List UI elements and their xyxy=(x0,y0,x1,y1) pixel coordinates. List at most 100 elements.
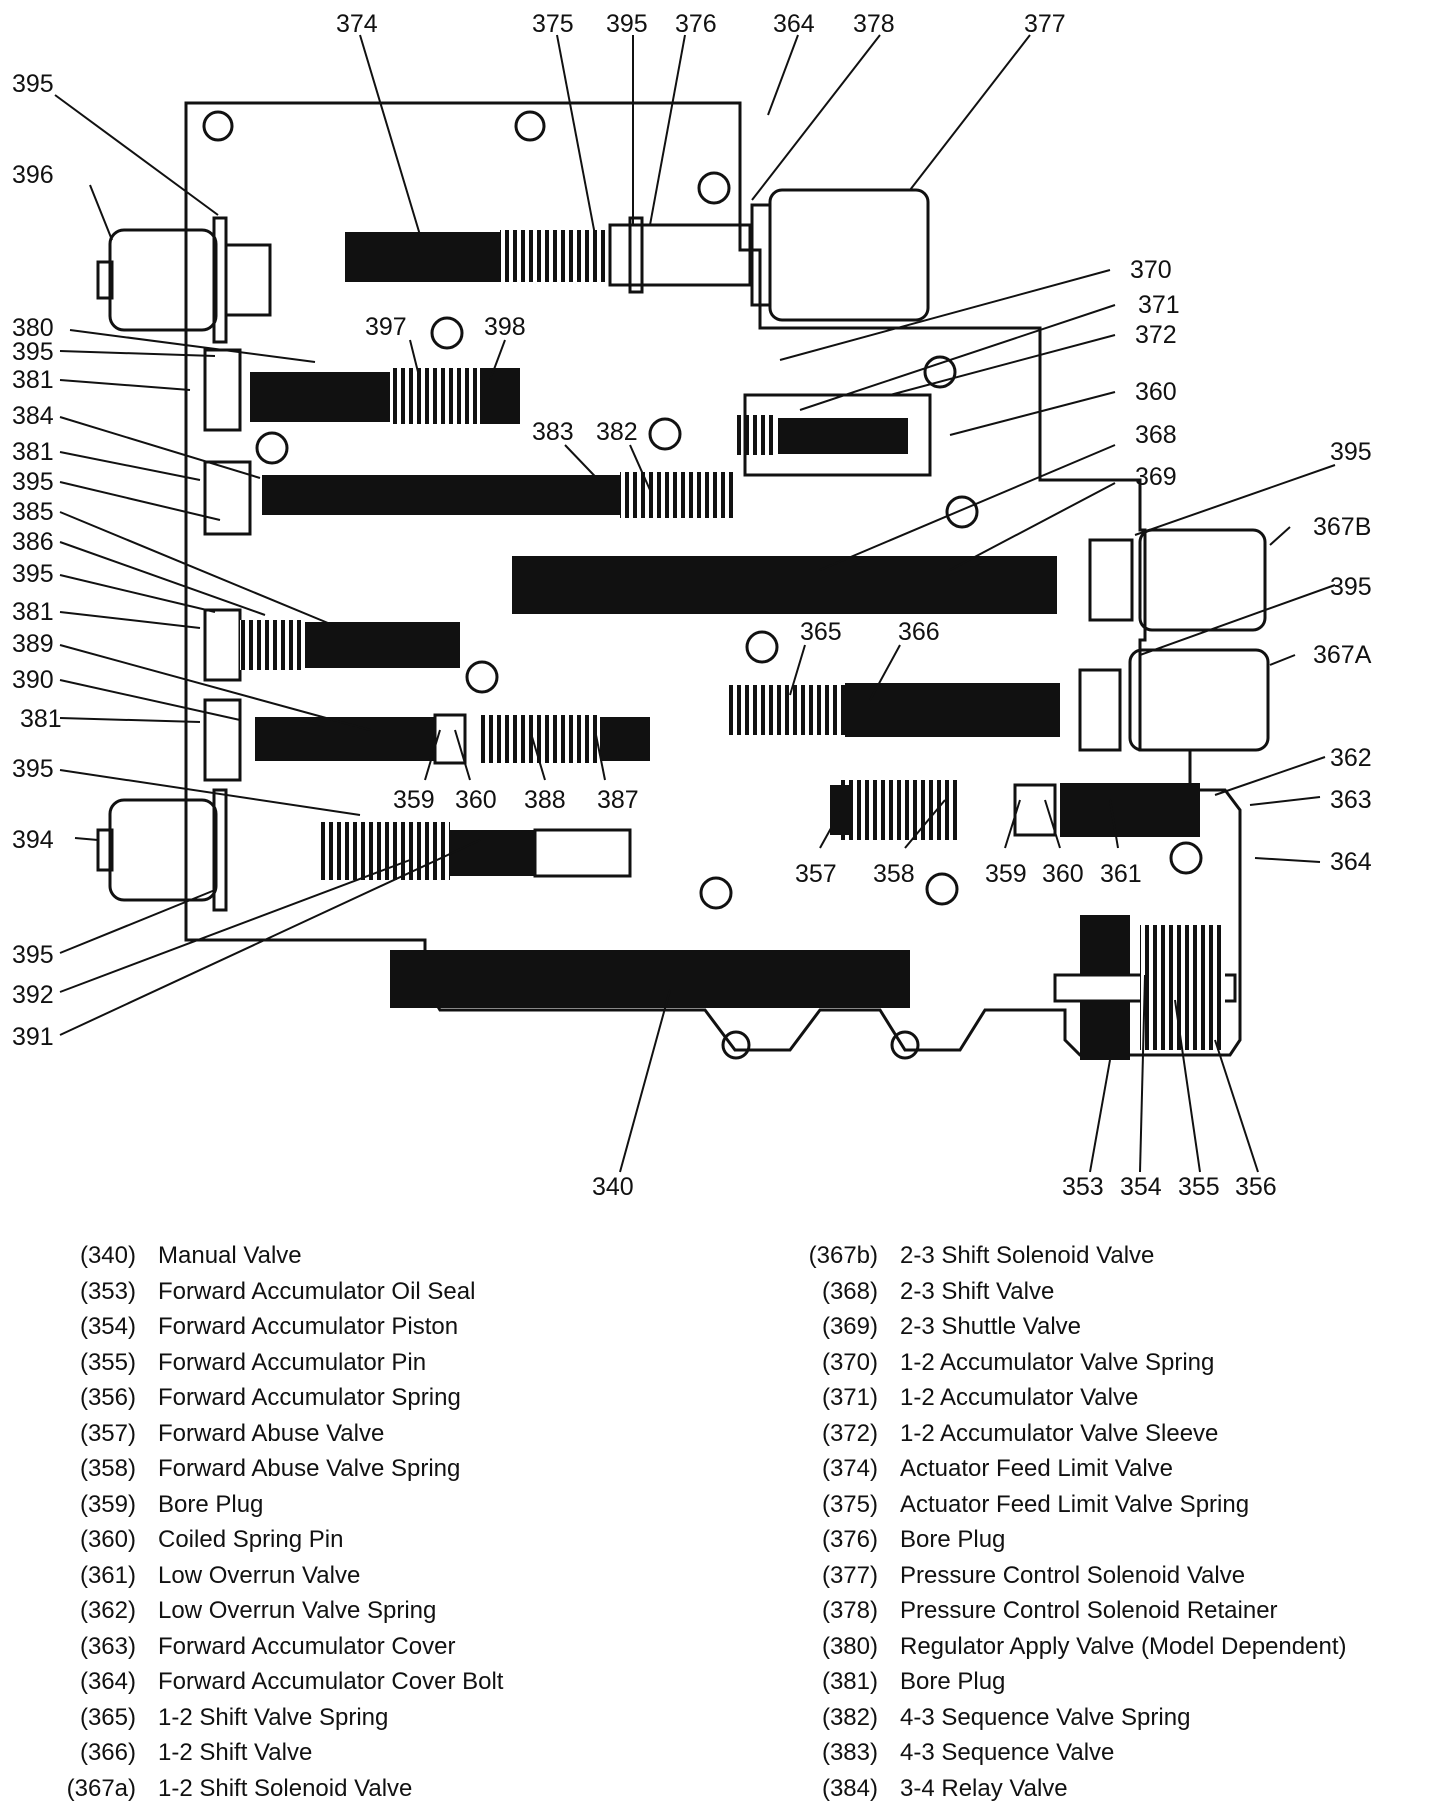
callout-label: 398 xyxy=(484,313,526,341)
legend-part-name: 1-2 Shift Valve xyxy=(158,1739,313,1766)
legend-number: (372) xyxy=(821,1419,878,1447)
legend-part-name: Forward Abuse Valve Spring xyxy=(158,1455,461,1482)
legend-part-name: 4-3 Sequence Valve Spring xyxy=(900,1703,1191,1731)
callout-label: 377 xyxy=(1024,10,1066,38)
legend-part-name: 1-2 Accumulator Valve xyxy=(900,1384,1139,1411)
legend-number: (374) xyxy=(821,1455,878,1482)
legend-row: (383)4-3 Sequence Valve xyxy=(770,1735,1430,1771)
callout-label: 395 xyxy=(12,755,54,783)
callout-label: 381 xyxy=(12,366,54,394)
valve-391 xyxy=(320,822,632,880)
legend-number: (381) xyxy=(821,1668,878,1695)
callout-label: 360 xyxy=(1042,860,1084,888)
callout-label: 381 xyxy=(12,598,54,626)
callout-label: 390 xyxy=(12,666,54,694)
callout-label: 364 xyxy=(1330,848,1372,876)
legend-row: (366) 1-2 Shift Valve xyxy=(30,1735,690,1771)
legend-part-name: Forward Accumulator Cover xyxy=(158,1632,456,1660)
callout-label: 395 xyxy=(12,941,54,969)
legend-row: (363)Forward Accumulator Cover xyxy=(30,1629,690,1665)
legend-number: (364) xyxy=(79,1668,136,1695)
callout-label: 384 xyxy=(12,402,54,430)
legend-number: (380) xyxy=(821,1632,878,1660)
legend-part-name: Forward Accumulator Spring xyxy=(158,1384,461,1411)
legend-part-name: Low Overrun Valve xyxy=(158,1561,361,1589)
legend-number: (353) xyxy=(79,1277,136,1305)
legend-number: (375) xyxy=(821,1490,878,1518)
legend-number: (361) xyxy=(79,1561,136,1589)
legend-part-name: Forward Accumulator Pin xyxy=(158,1348,427,1376)
legend-number: (383) xyxy=(821,1739,878,1766)
legend-part-name: Coiled Spring Pin xyxy=(158,1526,344,1553)
callout-label: 366 xyxy=(898,618,940,646)
callout-label: 395 xyxy=(12,338,54,366)
legend-row: (355)Forward Accumulator Pin xyxy=(30,1345,690,1381)
legend-row: (368) 2-3 Shift Valve xyxy=(770,1274,1430,1310)
legend-row: (370)1-2 Accumulator Valve Spring xyxy=(770,1345,1430,1381)
legend-row: (359) Bore Plug xyxy=(30,1487,690,1523)
legend-part-name: Bore Plug xyxy=(158,1490,264,1518)
legend-number: (367a) xyxy=(66,1774,136,1802)
legend-part-name: 2-3 Shuttle Valve xyxy=(900,1313,1081,1340)
legend-number: (382) xyxy=(821,1703,878,1731)
callout-label: 395 xyxy=(12,468,54,496)
legend-number: (357) xyxy=(79,1419,136,1447)
forward-accumulator xyxy=(1053,915,1237,1060)
legend-row: (365)1-2 Shift Valve Spring xyxy=(30,1700,690,1736)
callout-label: 353 xyxy=(1062,1173,1104,1201)
legend-part-name: 2-3 Shift Valve xyxy=(900,1277,1055,1305)
legend-left-column: (340)Manual Valve (353)Forward Accumulat… xyxy=(30,1238,690,1806)
legend-part-name: Actuator Feed Limit Valve Spring xyxy=(900,1490,1250,1518)
callout-label: 394 xyxy=(12,826,54,854)
callout-label: 380 xyxy=(12,314,54,342)
legend-row: (364) Forward Accumulator Cover Bolt xyxy=(30,1664,690,1700)
legend-part-name: Forward Accumulator Piston xyxy=(158,1313,459,1340)
callout-label: 365 xyxy=(800,618,842,646)
legend-part-name: 3-4 Relay Valve xyxy=(900,1774,1068,1802)
callout-labels: 374 375 395 376 364 378 377 395 396 370 … xyxy=(12,10,1372,1201)
callout-label: 395 xyxy=(606,10,648,38)
valve-body-diagram: 374 375 395 376 364 378 377 395 396 370 … xyxy=(12,10,1372,1201)
legend-row: (375) Actuator Feed Limit Valve Spring xyxy=(770,1487,1430,1523)
callout-label: 360 xyxy=(1135,378,1177,406)
legend-part-name: 1-2 Accumulator Valve Spring xyxy=(900,1348,1215,1376)
legend-number: (340) xyxy=(79,1242,136,1269)
callout-label: 371 xyxy=(1138,291,1180,319)
callout-label: 386 xyxy=(12,528,54,556)
legend-number: (366) xyxy=(79,1739,136,1766)
callout-label: 363 xyxy=(1330,786,1372,814)
callout-label: 378 xyxy=(853,10,895,38)
legend-row: (358)Forward Abuse Valve Spring xyxy=(30,1451,690,1487)
legend-row: (362)Low Overrun Valve Spring xyxy=(30,1593,690,1629)
callout-label: 387 xyxy=(597,786,639,814)
legend-row: (367a) 1-2 Shift Solenoid Valve xyxy=(30,1771,690,1807)
callout-label: 358 xyxy=(873,860,915,888)
callout-label: 374 xyxy=(336,10,378,38)
valve-385 xyxy=(203,608,460,682)
valve-368 xyxy=(512,538,1134,622)
callout-label: 359 xyxy=(393,786,435,814)
solenoid-396 xyxy=(96,216,272,344)
legend-number: (359) xyxy=(79,1490,136,1518)
legend-row: (371)1-2 Accumulator Valve xyxy=(770,1380,1430,1416)
callout-label: 376 xyxy=(675,10,717,38)
callout-label: 362 xyxy=(1330,744,1372,772)
legend-part-name: Forward Accumulator Cover Bolt xyxy=(158,1668,504,1695)
legend-part-name: 1-2 Shift Solenoid Valve xyxy=(158,1774,413,1802)
legend-part-name: 1-2 Shift Valve Spring xyxy=(158,1703,389,1731)
solenoid-367b xyxy=(1138,528,1267,632)
callout-label: 382 xyxy=(596,418,638,446)
legend-row: (353)Forward Accumulator Oil Seal xyxy=(30,1274,690,1310)
leader-lines xyxy=(54,34,1336,1173)
legend-number: (368) xyxy=(821,1277,878,1305)
legend-part-name: Forward Abuse Valve xyxy=(158,1419,385,1447)
legend-row: (357) Forward Abuse Valve xyxy=(30,1416,690,1452)
valve-374 xyxy=(345,216,752,294)
callout-label: 369 xyxy=(1135,463,1177,491)
legend-number: (360) xyxy=(79,1526,136,1553)
valve-366 xyxy=(725,668,1122,752)
legend-row: (367b)2-3 Shift Solenoid Valve xyxy=(770,1238,1430,1274)
legend-number: (384) xyxy=(821,1774,878,1802)
callout-label: 392 xyxy=(12,981,54,1009)
legend-number: (369) xyxy=(821,1313,878,1340)
